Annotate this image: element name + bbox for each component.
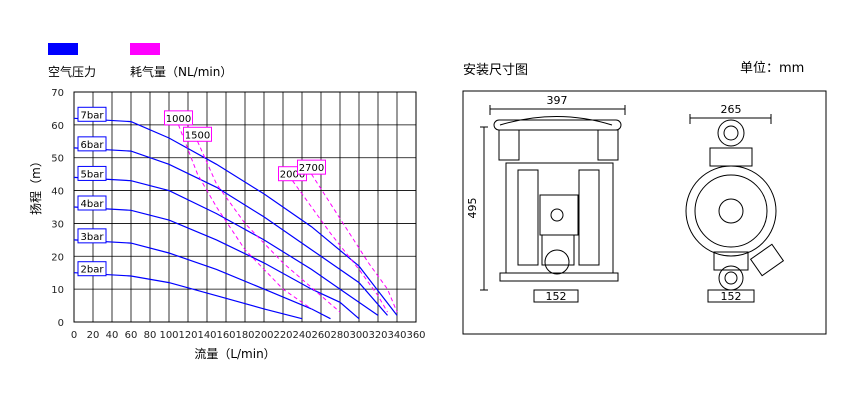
pressure-label-6bar: 6bar [81, 140, 105, 151]
x-tick-label: 280 [330, 330, 349, 341]
x-tick-label: 40 [106, 330, 119, 341]
flow-label-2700: 2700 [299, 163, 324, 174]
legend-swatch-air [130, 43, 160, 55]
x-tick-label: 200 [254, 330, 273, 341]
x-tick-label: 100 [159, 330, 178, 341]
x-tick-label: 320 [368, 330, 387, 341]
chart-grid [73, 91, 417, 323]
pressure-label-box [77, 228, 107, 244]
drawing-title: 安装尺寸图 [463, 63, 528, 78]
x-tick-label: 300 [349, 330, 368, 341]
legend-label-air: 耗气量（NL/min） [130, 64, 232, 79]
unit-label: 单位：mm [740, 61, 804, 76]
dim-side-width: 265 [721, 103, 742, 116]
flow-label-1000: 1000 [166, 114, 191, 125]
legend-label-pressure: 空气压力 [48, 64, 96, 79]
pressure-label-4bar: 4bar [81, 199, 105, 210]
pressure-curve-6bar [73, 147, 388, 316]
pressure-label-3bar: 3bar [81, 232, 105, 243]
pressure-curve-5bar [73, 176, 379, 316]
y-tick-label: 10 [51, 285, 64, 296]
x-tick-label: 60 [125, 330, 138, 341]
air-curve-1500 [197, 141, 341, 313]
y-tick-label: 0 [58, 318, 64, 329]
legend-swatch-pressure [48, 43, 78, 55]
pressure-curve-2bar [73, 272, 303, 320]
pump-front-view [480, 105, 626, 303]
x-tick-label: 240 [292, 330, 311, 341]
x-axis-title: 流量（L/min） [194, 347, 275, 361]
y-axis-title: 扬程（m） [28, 155, 43, 215]
y-tick-label: 30 [51, 219, 64, 230]
y-tick-label: 50 [51, 154, 64, 165]
pressure-label-box [77, 261, 107, 277]
x-tick-label: 260 [311, 330, 330, 341]
x-tick-label: 160 [216, 330, 235, 341]
dim-front-width: 397 [547, 94, 568, 107]
air-curve-2000 [292, 180, 388, 313]
flow-label-1500: 1500 [185, 130, 210, 141]
flow-label-box [297, 159, 326, 175]
x-tick-label: 20 [87, 330, 100, 341]
pressure-label-box [77, 165, 107, 181]
x-tick-label: 120 [178, 330, 197, 341]
dim-front-height: 495 [466, 198, 479, 219]
x-tick-label: 180 [235, 330, 254, 341]
x-tick-label: 360 [406, 330, 425, 341]
dim-side-base: 152 [721, 290, 742, 303]
pressure-label-5bar: 5bar [81, 169, 105, 180]
drawing-frame [462, 90, 827, 335]
x-tick-label: 340 [387, 330, 406, 341]
air-curve-2700 [311, 173, 398, 313]
dim-front-base: 152 [546, 290, 567, 303]
x-tick-label: 80 [144, 330, 157, 341]
flow-label-box [164, 110, 193, 126]
flow-label-2000: 2000 [280, 170, 305, 181]
y-tick-label: 70 [51, 88, 64, 99]
air-curve-1000 [178, 124, 312, 310]
pressure-label-box [77, 136, 107, 152]
pressure-label-7bar: 7bar [81, 110, 105, 121]
y-tick-label: 40 [51, 187, 64, 198]
pressure-curve-3bar [73, 239, 331, 320]
pressure-curve-4bar [73, 206, 360, 320]
y-tick-label: 20 [51, 252, 64, 263]
pressure-curve-7bar [73, 117, 398, 316]
x-tick-label: 220 [273, 330, 292, 341]
pressure-label-2bar: 2bar [81, 265, 105, 276]
pressure-label-box [77, 106, 107, 122]
flow-label-box [183, 126, 212, 142]
pressure-label-box [77, 195, 107, 211]
chart-curves [73, 117, 398, 320]
x-tick-label: 0 [71, 330, 77, 341]
y-tick-label: 60 [51, 121, 64, 132]
x-tick-label: 140 [197, 330, 216, 341]
pump-side-view [685, 114, 785, 303]
